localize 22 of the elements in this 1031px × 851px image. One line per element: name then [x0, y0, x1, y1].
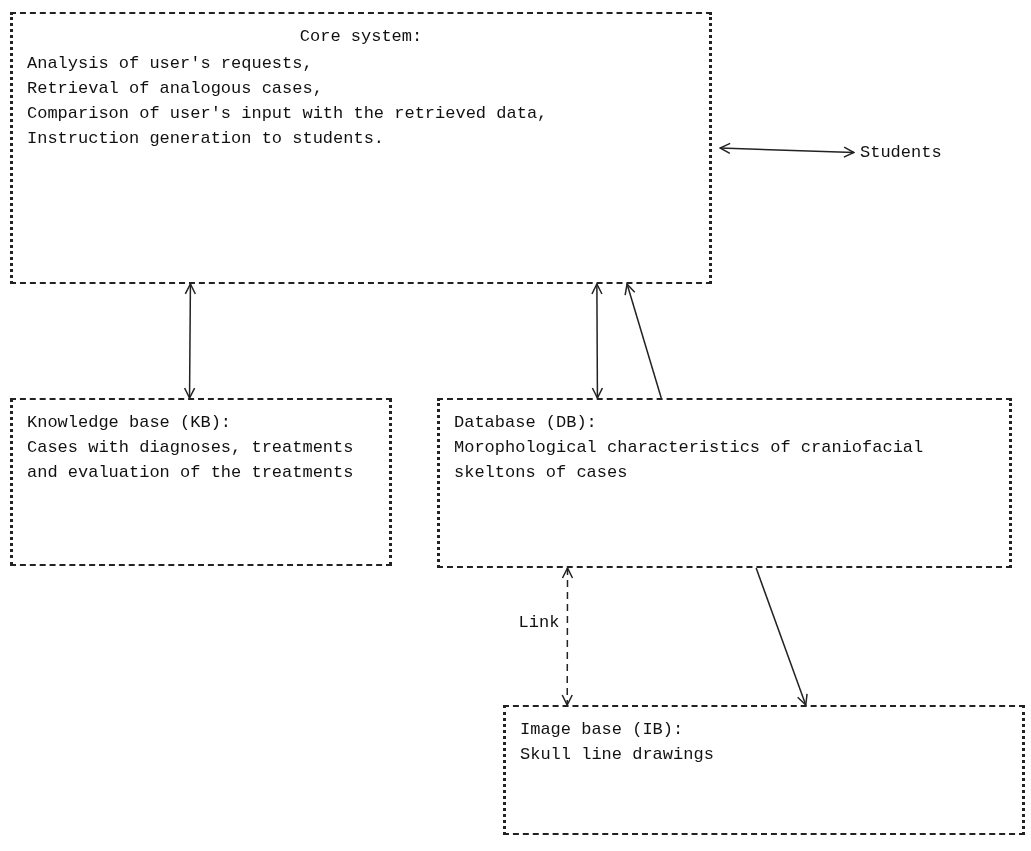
box-text: Skull line drawings	[520, 744, 715, 766]
box-text: Retrieval of analogous cases,	[27, 78, 324, 100]
process-box	[437, 398, 1012, 568]
box-text: Analysis of user's requests,	[27, 53, 314, 75]
arrow	[719, 142, 855, 158]
box-text: Comparison of user's input with the retrieved data,	[27, 103, 549, 125]
box-heading: Database (DB):	[454, 412, 598, 434]
box-text: Morophological characteristics of craniofacial skeltons of cases	[454, 437, 925, 484]
box-heading: Knowledge base (KB):	[27, 412, 233, 434]
arrow	[755, 567, 808, 706]
box-text: Instruction generation to students.	[27, 128, 386, 150]
arrow	[624, 283, 662, 399]
process-box	[503, 705, 1025, 835]
box-heading: Image base (IB):	[520, 719, 685, 741]
process-box	[10, 12, 712, 284]
arrow	[561, 567, 574, 706]
box-text: Cases with diagnoses, treatments and evaluation of the treatments	[27, 437, 355, 484]
box-heading: Core system:	[298, 26, 424, 48]
arrow	[591, 283, 604, 399]
actor-label: Students	[860, 142, 942, 164]
arrow	[183, 283, 197, 399]
process-box	[10, 398, 392, 566]
